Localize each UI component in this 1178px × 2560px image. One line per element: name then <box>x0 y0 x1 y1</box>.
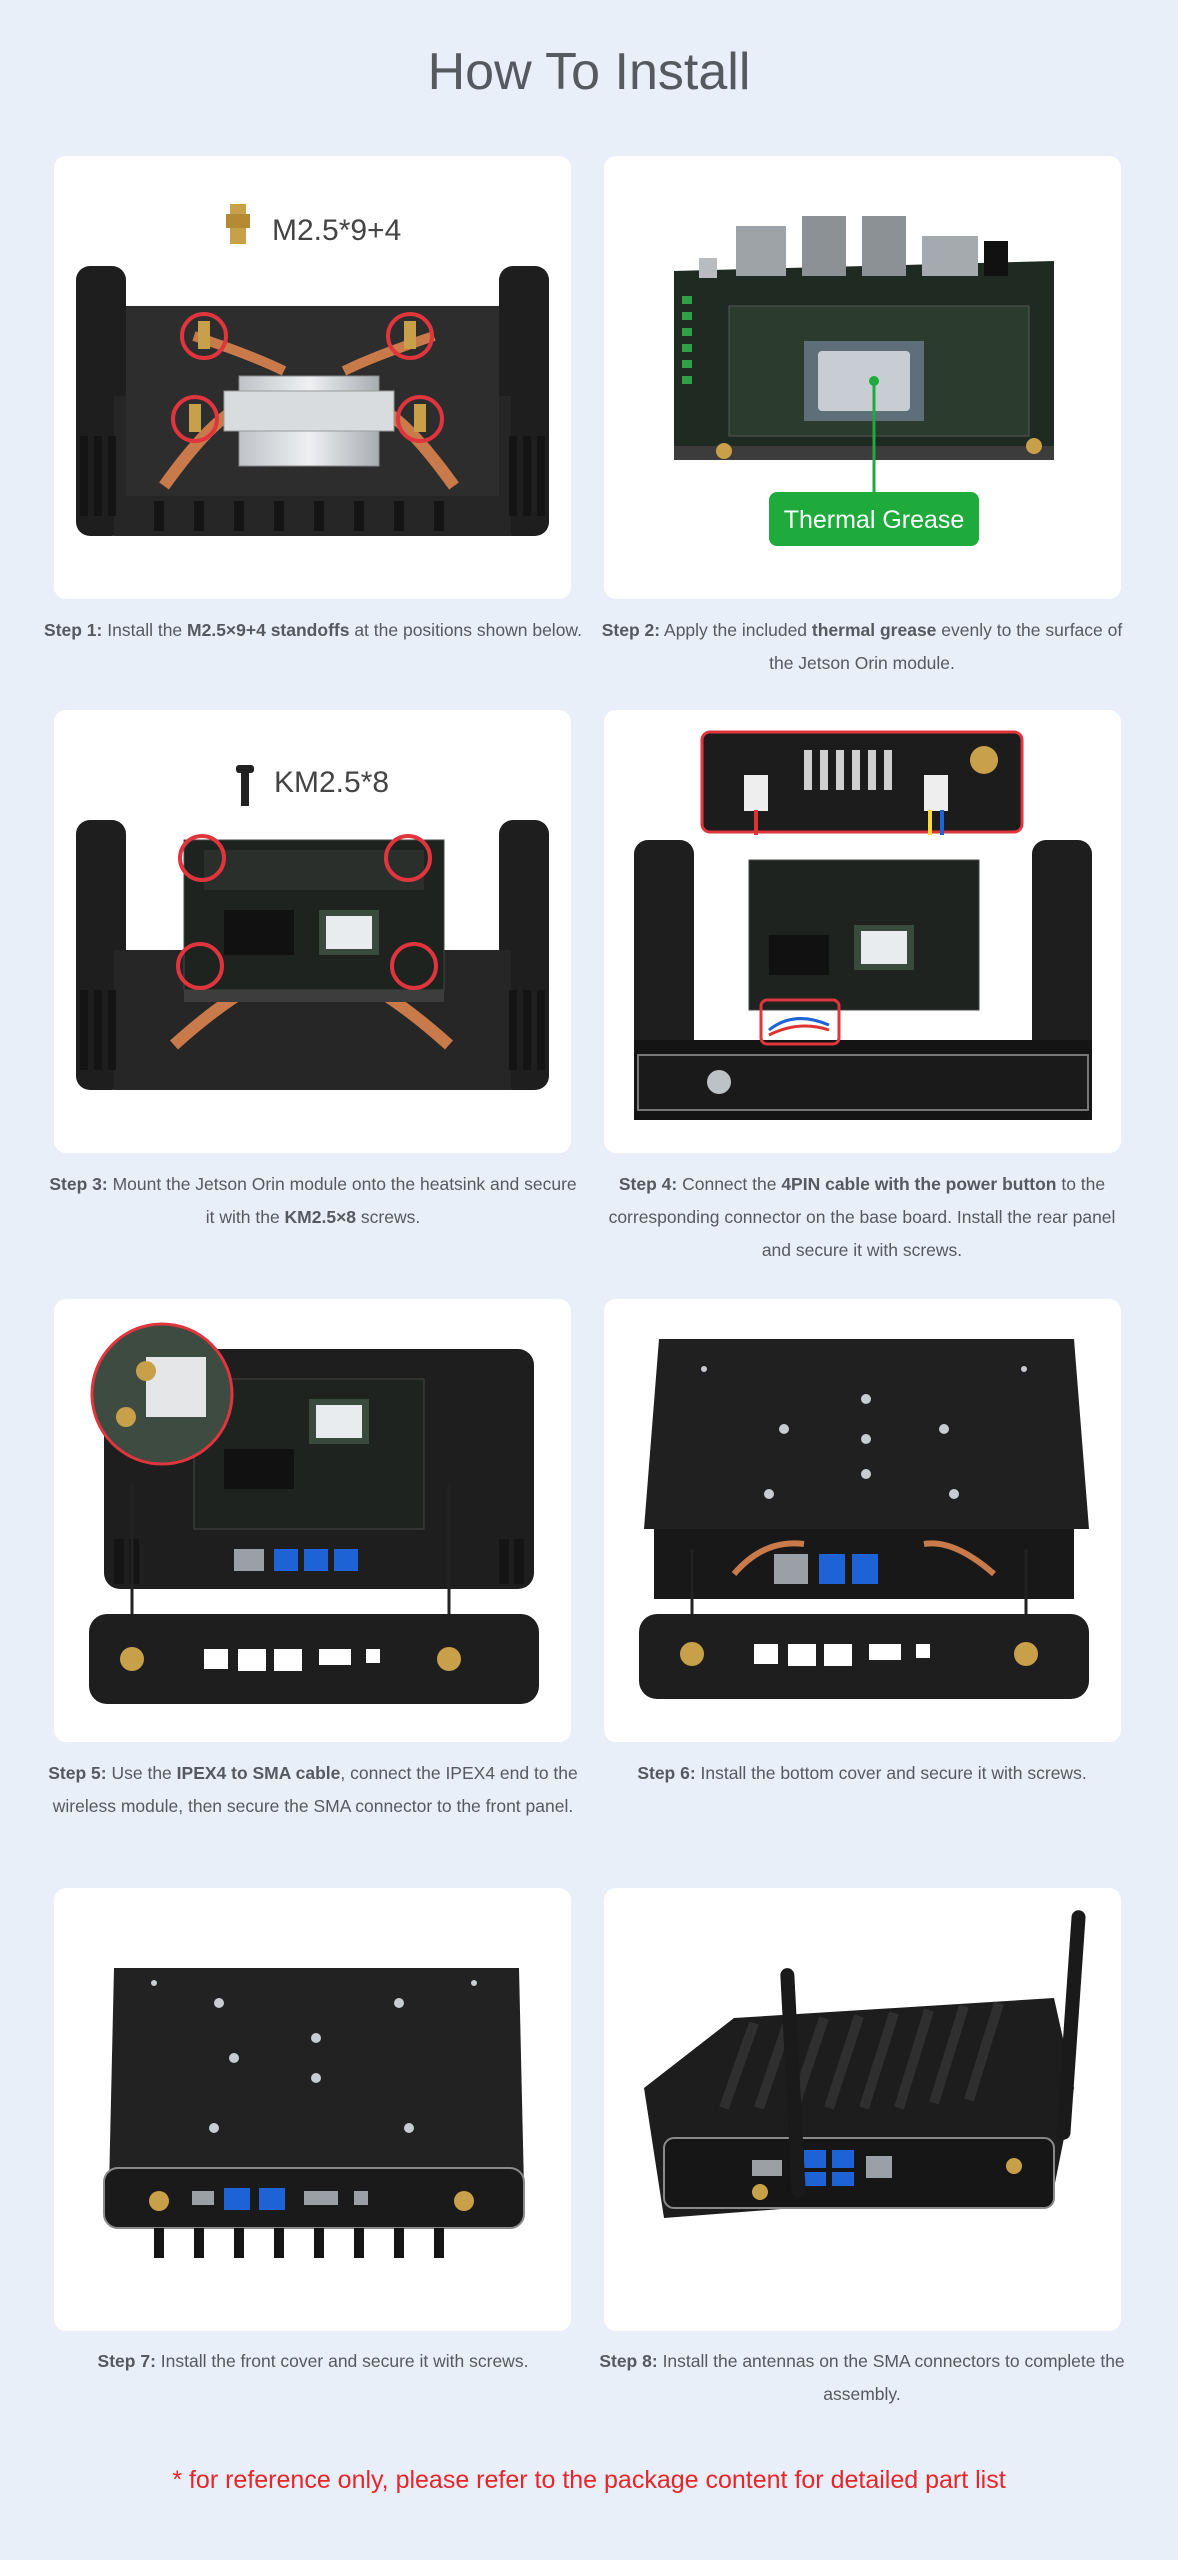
step-3-image: KM2.5*8 <box>54 710 571 1153</box>
step-1-image: M2.5*9+4 <box>54 156 571 599</box>
step-6-image <box>604 1299 1121 1742</box>
reference-note: * for reference only, please refer to th… <box>172 2466 1006 2494</box>
step-7-image <box>54 1888 571 2331</box>
step-6-caption: Step 6: Install the bottom cover and sec… <box>637 1763 1087 1783</box>
page-title: How To Install <box>427 43 751 101</box>
screw-label: KM2.5*8 <box>274 766 389 799</box>
step-2-caption: Step 2: Apply the included thermal greas… <box>601 620 1123 673</box>
step-1-caption: Step 1: Install the M2.5×9+4 standoffs a… <box>44 620 582 640</box>
step-7-caption: Step 7: Install the front cover and secu… <box>97 2351 529 2371</box>
thermal-grease-badge: Thermal Grease <box>784 506 965 534</box>
step-5-caption: Step 5: Use the IPEX4 to SMA cable, conn… <box>48 1763 578 1816</box>
step-8-image <box>604 1888 1121 2331</box>
standoff-label: M2.5*9+4 <box>272 214 401 247</box>
step-8-caption: Step 8: Install the antennas on the SMA … <box>599 2351 1125 2404</box>
step-5-image <box>54 1299 571 1742</box>
step-3-caption: Step 3: Mount the Jetson Orin module ont… <box>49 1174 577 1227</box>
step-4-image <box>604 710 1121 1153</box>
step-4-caption: Step 4: Connect the 4PIN cable with the … <box>608 1174 1116 1260</box>
step-2-image: Thermal Grease <box>604 156 1121 599</box>
